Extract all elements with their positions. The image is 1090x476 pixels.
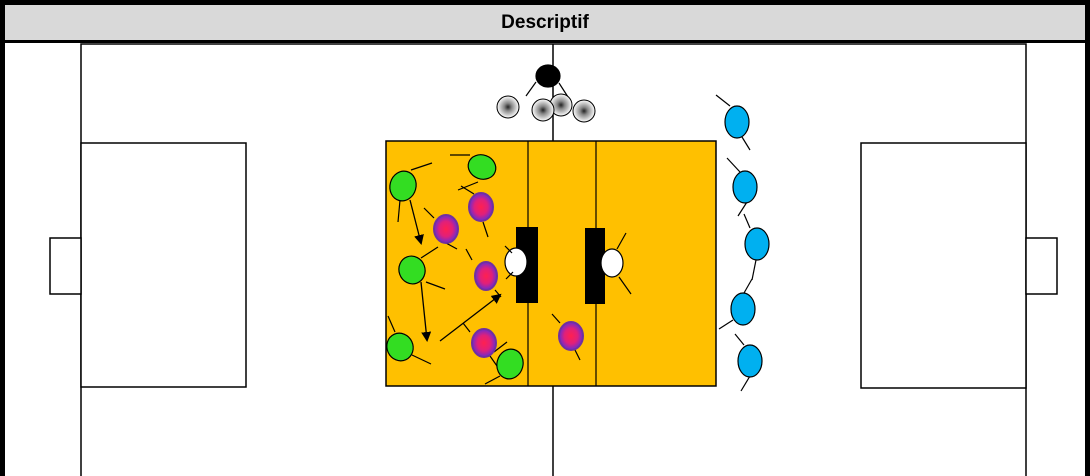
player-blue-icon	[718, 278, 756, 330]
pitch-lines	[49, 43, 1058, 476]
movement-arrow-icon	[409, 199, 424, 245]
cone-icon	[496, 95, 520, 119]
goalkeeper-icon	[504, 245, 528, 280]
penalty-area-right	[860, 142, 1027, 389]
player-green-icon	[450, 154, 497, 191]
movement-arrows	[409, 199, 502, 342]
player-purple-icon	[460, 185, 494, 238]
player-green-icon	[389, 162, 433, 223]
player-green-icon	[398, 246, 446, 290]
player-green-icon	[484, 341, 524, 385]
player-purple-icon	[423, 207, 459, 250]
player-purple-icon	[462, 322, 498, 367]
mini-goal-icon	[585, 228, 605, 304]
central-zone	[385, 140, 717, 387]
goal-left	[49, 237, 82, 295]
cone-icon	[531, 98, 555, 122]
team-blue	[715, 94, 770, 392]
player-purple-icon	[465, 248, 502, 298]
goal-right	[1025, 237, 1058, 295]
team-green	[386, 154, 524, 385]
team-purple	[423, 185, 584, 367]
movement-arrow-icon	[439, 293, 502, 342]
page-title: Descriptif	[501, 11, 589, 33]
goalkeeper-icon	[600, 232, 632, 295]
movement-arrow-icon	[420, 281, 432, 342]
player-blue-icon	[726, 157, 758, 217]
player-purple-icon	[551, 313, 584, 361]
player-blue-icon	[743, 213, 770, 281]
player-green-icon	[386, 315, 432, 365]
cone-group	[496, 93, 596, 123]
player-blue-icon	[734, 333, 763, 392]
cone-icon	[572, 99, 596, 123]
player-blue-icon	[715, 94, 751, 151]
penalty-area-left	[80, 142, 247, 388]
coach-icon	[525, 64, 569, 98]
header-bar: Descriptif	[5, 5, 1085, 43]
